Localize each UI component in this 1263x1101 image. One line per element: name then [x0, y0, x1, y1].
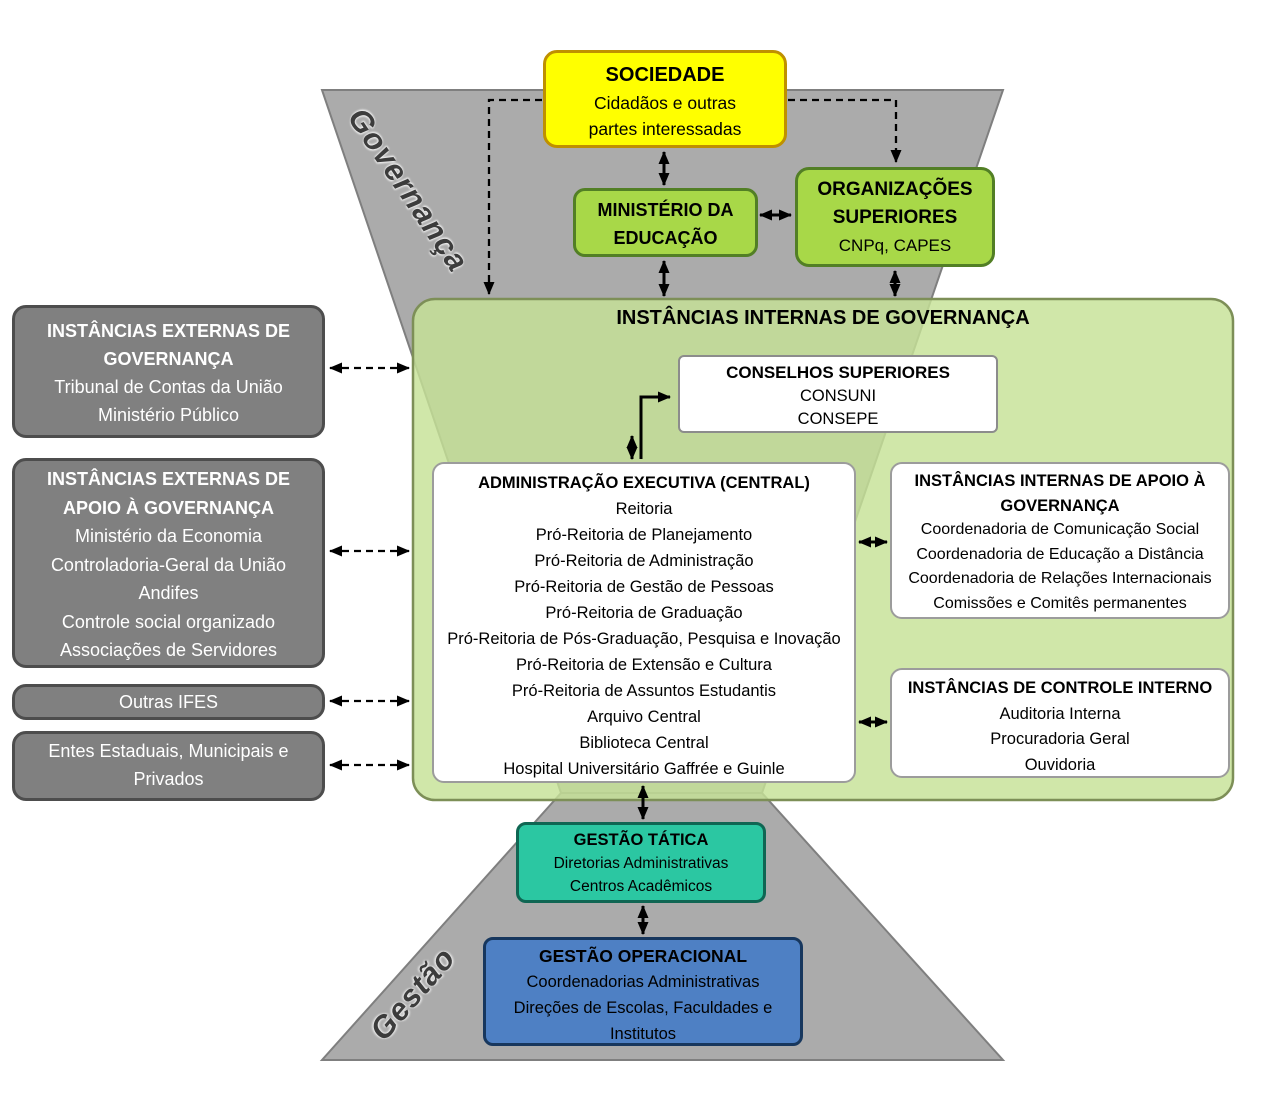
ministerio-educacao-line: EDUCAÇÃO: [613, 228, 718, 248]
apoio-governanca-interna-title: GOVERNANÇA: [1000, 496, 1120, 515]
gestao-operacional-title: GESTÃO OPERACIONAL: [538, 946, 748, 966]
entes-line: Privados: [133, 769, 204, 789]
externas-apoio-title: INSTÂNCIAS EXTERNAS DE: [46, 469, 291, 489]
organizacoes-superiores-line: CNPq, CAPES: [838, 236, 952, 255]
externas-apoio-line: Ministério da Economia: [74, 526, 263, 546]
gestao-operacional-line: Direções de Escolas, Faculdades e: [513, 999, 773, 1017]
conselhos-line: CONSUNI: [799, 386, 877, 405]
sociedade-line: partes interessadas: [588, 119, 742, 139]
ministerio-educacao-line: MINISTÉRIO DA: [597, 200, 734, 220]
externas-governanca-title: GOVERNANÇA: [103, 349, 234, 369]
organizacoes-superiores-title: ORGANIZAÇÕES: [817, 179, 973, 200]
controle-interno-title: INSTÂNCIAS DE CONTROLE INTERNO: [907, 679, 1213, 697]
outras-ifes-label: Outras IFES: [118, 692, 219, 712]
ministerio-educacao-box: MINISTÉRIO DA EDUCAÇÃO: [573, 188, 758, 257]
gestao-tatica-box: GESTÃO TÁTICA Diretorias Administrativas…: [516, 822, 766, 903]
apoio-line: Comissões e Comitês permanentes: [933, 594, 1187, 612]
administracao-executiva-box: ADMINISTRAÇÃO EXECUTIVA (CENTRAL) Reitor…: [432, 462, 856, 783]
externas-governanca-line: Tribunal de Contas da União: [54, 377, 283, 397]
apoio-governanca-interna-title: INSTÂNCIAS INTERNAS DE APOIO À: [914, 472, 1206, 490]
dashed-arrow-sociedade-panel: [483, 98, 542, 295]
externas-apoio-line: Controle social organizado: [61, 611, 276, 632]
admin-line: Pró-Reitoria de Extensão e Cultura: [516, 656, 772, 674]
gestao-operacional-line: Institutos: [609, 1025, 677, 1043]
gestao-tatica-title: GESTÃO TÁTICA: [573, 831, 709, 849]
externas-governanca-title: INSTÂNCIAS EXTERNAS DE: [46, 321, 291, 341]
admin-line: Pró-Reitoria de Graduação: [545, 604, 743, 622]
administracao-executiva-title: ADMINISTRAÇÃO EXECUTIVA (CENTRAL): [478, 474, 810, 492]
sociedade-title: SOCIEDADE: [605, 64, 725, 86]
admin-line: Pró-Reitoria de Administração: [534, 552, 754, 570]
apoio-line: Coordenadoria de Relações Internacionais: [908, 570, 1212, 587]
instancias-internas-governanca-title: INSTÂNCIAS INTERNAS DE GOVERNANÇA: [616, 307, 1030, 329]
externas-apoio-line: Andifes: [138, 583, 199, 603]
sociedade-box: SOCIEDADE Cidadãos e outras partes inter…: [543, 50, 787, 148]
controle-interno-box: INSTÂNCIAS DE CONTROLE INTERNO Auditoria…: [890, 668, 1230, 778]
dashed-arrow-sociedade-organizacoes: [788, 98, 902, 163]
conselhos-superiores-title: CONSELHOS SUPERIORES: [726, 363, 950, 382]
apoio-line: Coordenadoria de Comunicação Social: [920, 521, 1200, 538]
arrow-admin-conselhos-elbow: [639, 391, 671, 459]
controle-line: Ouvidoria: [1024, 755, 1096, 774]
admin-line: Arquivo Central: [587, 708, 701, 726]
admin-line: Biblioteca Central: [579, 734, 709, 752]
externas-governanca-line: Ministério Público: [97, 405, 240, 425]
gestao-tatica-line: Centros Acadêmicos: [569, 878, 713, 895]
outras-ifes-box: Outras IFES: [12, 684, 325, 720]
gestao-operacional-box: GESTÃO OPERACIONAL Coordenadorias Admini…: [483, 937, 803, 1046]
externas-apoio-line: Controladoria-Geral da União: [50, 554, 287, 575]
controle-line: Auditoria Interna: [999, 704, 1121, 723]
organizacoes-superiores-title: SUPERIORES: [832, 207, 958, 228]
externas-apoio-title: APOIO À GOVERNANÇA: [62, 497, 275, 518]
admin-line: Pró-Reitoria de Planejamento: [535, 526, 753, 544]
externas-governanca-box: INSTÂNCIAS EXTERNAS DE GOVERNANÇA Tribun…: [12, 305, 325, 438]
conselhos-superiores-box: CONSELHOS SUPERIORES CONSUNI CONSEPE: [678, 355, 998, 433]
admin-line: Pró-Reitoria de Assuntos Estudantis: [511, 682, 777, 700]
apoio-governanca-interna-box: INSTÂNCIAS INTERNAS DE APOIO À GOVERNANÇ…: [890, 462, 1230, 619]
admin-line: Hospital Universitário Gaffrée e Guinle: [503, 760, 785, 778]
apoio-line: Coordenadoria de Educação a Distância: [916, 545, 1204, 563]
admin-line: Reitoria: [615, 500, 673, 518]
controle-line: Procuradoria Geral: [990, 730, 1130, 748]
externas-apoio-box: INSTÂNCIAS EXTERNAS DE APOIO À GOVERNANÇ…: [12, 458, 325, 668]
conselhos-line: CONSEPE: [797, 410, 879, 428]
admin-line: Pró-Reitoria de Gestão de Pessoas: [514, 578, 774, 596]
entes-box: Entes Estaduais, Municipais e Privados: [12, 731, 325, 801]
admin-line: Pró-Reitoria de Pós-Graduação, Pesquisa …: [447, 630, 841, 648]
externas-apoio-line: Associações de Servidores: [59, 640, 278, 660]
gestao-tatica-line: Diretorias Administrativas: [553, 855, 729, 872]
gestao-operacional-line: Coordenadorias Administrativas: [526, 973, 760, 991]
organizacoes-superiores-box: ORGANIZAÇÕES SUPERIORES CNPq, CAPES: [795, 167, 995, 267]
entes-line: Entes Estaduais, Municipais e: [48, 741, 289, 761]
sociedade-line: Cidadãos e outras: [593, 93, 737, 113]
